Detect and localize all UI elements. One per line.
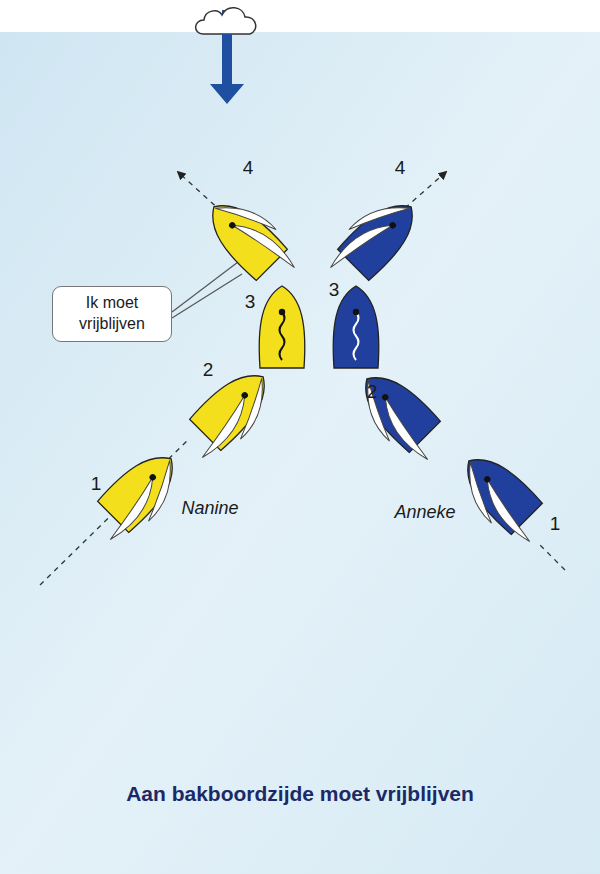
sea-panel bbox=[0, 32, 600, 874]
jib bbox=[221, 378, 282, 439]
boat-hull bbox=[198, 191, 288, 281]
sailing-boat bbox=[84, 443, 191, 550]
caption: Aan bakboordzijde moet vrijblijven bbox=[20, 782, 580, 806]
jib bbox=[348, 380, 409, 441]
mast bbox=[228, 221, 237, 230]
mast bbox=[240, 391, 249, 400]
sailing-boat bbox=[333, 286, 379, 368]
jib bbox=[349, 188, 410, 249]
jib bbox=[129, 460, 190, 521]
position-number: 2 bbox=[367, 381, 378, 403]
position-number: 4 bbox=[395, 157, 406, 179]
mast bbox=[483, 475, 492, 484]
position-number: 3 bbox=[245, 291, 256, 313]
sailing-boat bbox=[321, 187, 428, 294]
position-number: 1 bbox=[550, 513, 561, 535]
boat-hull bbox=[333, 286, 379, 368]
jib bbox=[450, 462, 511, 523]
sailing-boat bbox=[176, 361, 283, 468]
mast bbox=[381, 393, 390, 402]
luffing-sail bbox=[354, 312, 359, 360]
mast bbox=[279, 309, 285, 315]
mast bbox=[388, 221, 397, 230]
sailing-boat bbox=[259, 286, 305, 368]
boat-name: Anneke bbox=[394, 502, 455, 523]
sailing-boat bbox=[449, 445, 556, 552]
luffing-sail bbox=[280, 312, 285, 360]
boat-name: Nanine bbox=[181, 498, 238, 519]
mast bbox=[353, 309, 359, 315]
boat-hull bbox=[351, 363, 441, 453]
position-number: 2 bbox=[203, 359, 214, 381]
boat-hull bbox=[259, 286, 305, 368]
callout-text: Ik moet vrijblijven bbox=[63, 293, 161, 335]
course-line bbox=[540, 545, 565, 570]
course-line bbox=[40, 438, 190, 585]
position-number: 3 bbox=[329, 279, 340, 301]
wind-arrow-head bbox=[222, 34, 232, 42]
boat-hull bbox=[97, 443, 187, 533]
wind-cloud bbox=[196, 8, 256, 34]
mast bbox=[148, 473, 157, 482]
sailing-boat bbox=[347, 363, 454, 470]
position-number: 1 bbox=[91, 473, 102, 495]
jib bbox=[215, 188, 276, 249]
position-number: 4 bbox=[243, 157, 254, 179]
leader-line bbox=[172, 274, 242, 318]
course-line bbox=[405, 172, 446, 208]
boat-hull bbox=[337, 191, 427, 281]
leader-line bbox=[172, 262, 238, 312]
boat-hull bbox=[453, 445, 543, 535]
speech-callout: Ik moet vrijblijven bbox=[52, 286, 172, 342]
sailing-boat bbox=[198, 187, 305, 294]
boat-hull bbox=[189, 361, 279, 451]
